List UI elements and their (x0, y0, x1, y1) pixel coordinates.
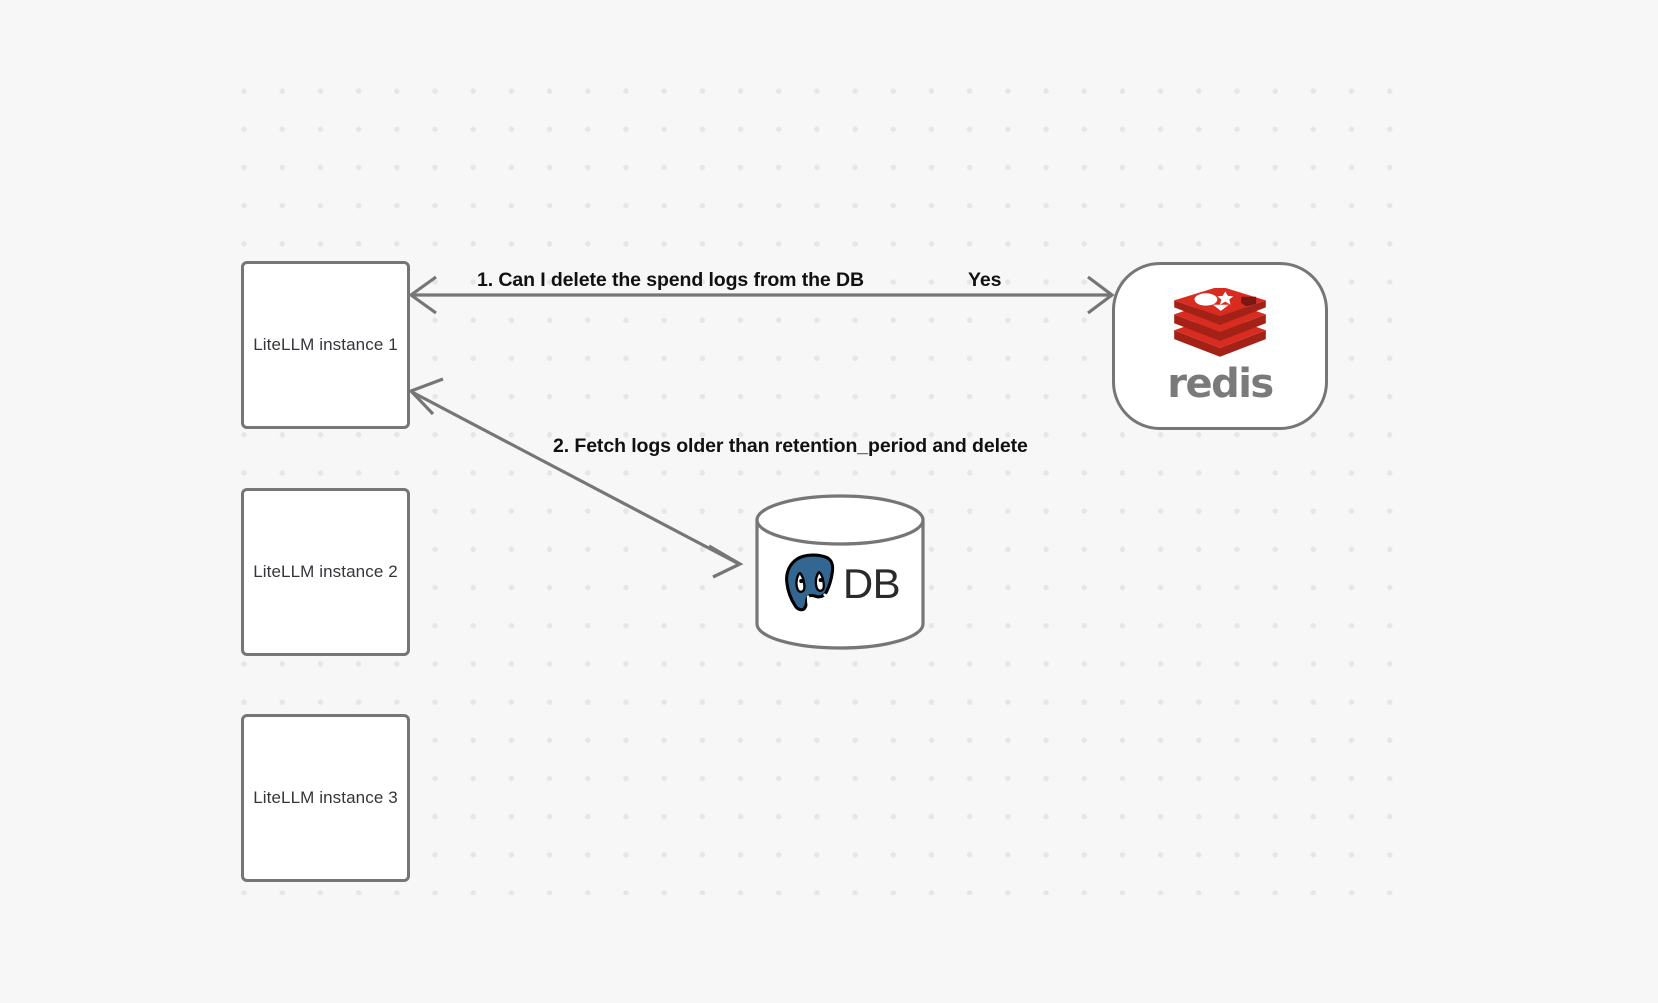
node-litellm-instance-3-label: LiteLLM instance 3 (253, 788, 398, 808)
node-litellm-instance-2-label: LiteLLM instance 2 (253, 562, 398, 582)
database-logo-group: DB (754, 538, 926, 630)
edge-2-label: 2. Fetch logs older than retention_perio… (553, 435, 1028, 457)
node-litellm-instance-1[interactable]: LiteLLM instance 1 (241, 261, 410, 429)
postgresql-elephant-icon (784, 553, 835, 614)
edge-2-connector (408, 377, 744, 579)
node-database[interactable]: DB (754, 494, 926, 650)
node-litellm-instance-2[interactable]: LiteLLM instance 2 (241, 488, 410, 656)
redis-logo-icon (1174, 288, 1266, 357)
edge-1-label: 1. Can I delete the spend logs from the … (477, 269, 864, 291)
edge-1-secondary-label: Yes (968, 269, 1002, 291)
cylinder-shape (755, 494, 925, 650)
node-litellm-instance-3[interactable]: LiteLLM instance 3 (241, 714, 410, 882)
node-litellm-instance-1-label: LiteLLM instance 1 (253, 335, 398, 355)
database-label: DB (842, 560, 901, 607)
node-redis[interactable]: redis (1112, 262, 1328, 430)
redis-wordmark: redis (1167, 361, 1274, 407)
